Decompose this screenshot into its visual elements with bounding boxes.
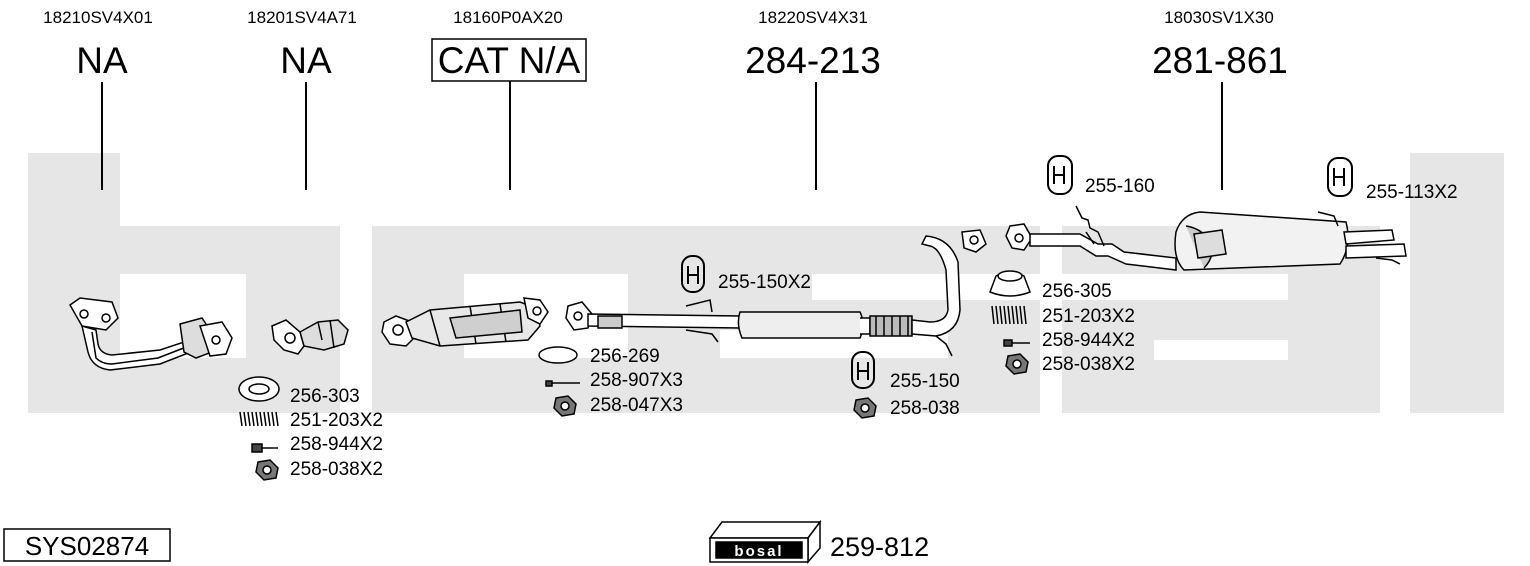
section-5: 18030SV1X30 281-861 [1152,8,1288,190]
part-number: 255-150 [890,371,960,392]
gasket-icon [989,270,1031,297]
nut-icon [1005,353,1029,375]
section-3: 18160P0AX20 CAT N/A [431,8,587,190]
part-number: 256-269 [590,346,660,367]
watermark-letter-l [1410,153,1504,413]
part-number: 258-944X2 [290,434,383,455]
part-number: 255-113X2 [1366,182,1458,203]
section-4: 18220SV4X31 284-213 [745,8,881,190]
rear-silencer-part [1005,205,1407,271]
system-id-text: SYS02874 [25,531,149,561]
front-pipe-part [69,297,233,371]
part-number: 251-203X2 [1042,306,1135,327]
gasket-icon [538,346,578,364]
watermark-letter-a [1062,226,1380,413]
intermediate-pipe-part [565,229,987,357]
nut-icon [853,397,877,419]
rubber-hanger-icon [851,351,875,389]
bolt-icon [1003,339,1030,347]
watermark-letter-o [372,226,720,413]
spring-icon [239,411,279,427]
part-number: 255-160 [1085,176,1155,197]
oe-number: 18220SV4X31 [758,8,868,27]
watermark-letter-b [28,153,340,413]
part-number: 258-907X3 [590,370,683,391]
oe-number: 18160P0AX20 [453,8,563,27]
part-number: 258-944X2 [1042,330,1135,351]
part-number: 258-038X2 [290,459,383,480]
bosal-number: NA [280,40,332,81]
part-number: 256-303 [290,386,360,407]
oe-number: 18201SV4A71 [247,8,357,27]
rubber-hanger-icon [681,255,705,293]
hardware-icons [238,155,1353,481]
oe-number: 18210SV4X01 [43,8,153,27]
bosal-number: 281-861 [1152,40,1288,81]
bolt-icon [545,380,580,387]
mounting-kit: bosal 259-812 [708,519,929,565]
kit-number: 259-812 [830,532,929,562]
nut-icon [553,395,577,417]
connector-pipe-part [271,319,349,355]
part-number: 258-038 [890,398,960,419]
oe-number: 18030SV1X30 [1164,8,1274,27]
part-number: 251-203X2 [290,410,383,431]
bosal-number: 284-213 [745,40,881,81]
rubber-hanger-icon [1047,155,1073,195]
system-id-box [3,528,171,562]
kit-logo-text: bosal [734,543,783,560]
part-number: 258-038X2 [1042,354,1135,375]
part-number-labels: 256-303 251-203X2 258-944X2 258-038X2 25… [290,176,1458,480]
system-id: SYS02874 [3,528,171,562]
kit-box-icon [708,519,822,565]
rubber-hanger-icon [1327,157,1353,197]
bosal-number: CAT N/A [438,40,581,81]
part-number: 258-047X3 [590,395,683,416]
spring-icon [991,305,1027,325]
catalytic-converter-part [381,297,549,347]
bolt-icon [251,443,278,453]
part-number: 255-150X2 [718,272,811,293]
nut-icon [255,459,279,481]
section-1: 18210SV4X01 NA [43,8,153,190]
bosal-number: NA [76,40,128,81]
part-number: 256-305 [1042,281,1112,302]
section-2: 18201SV4A71 NA [247,8,357,190]
